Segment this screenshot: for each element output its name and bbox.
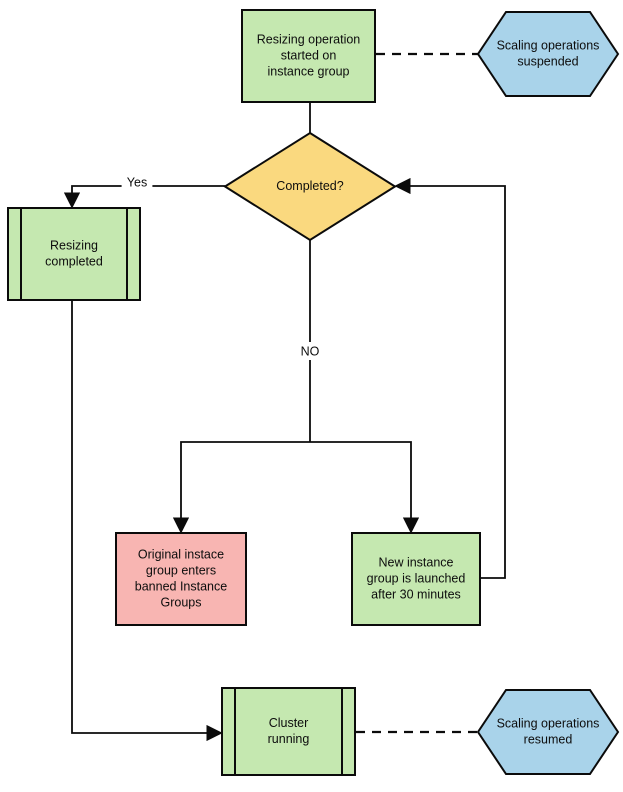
node-resizing-completed[interactable]: Resizing completed bbox=[7, 207, 141, 301]
completed-decision-shape bbox=[223, 131, 397, 242]
edge-decision-no-label-backdrop bbox=[298, 342, 322, 360]
edge-decision-yes bbox=[63, 185, 225, 209]
node-scaling-resumed[interactable]: Scaling operations resumed bbox=[476, 689, 620, 775]
scaling-resumed-shape bbox=[476, 689, 620, 775]
cluster-running-inner-rules bbox=[234, 688, 343, 775]
new-group-launched-label-line-0: New instance bbox=[378, 555, 453, 569]
new-group-launched-label-line-1: group is launched bbox=[367, 571, 466, 585]
resizing-started-label-line-0: Resizing operation bbox=[257, 32, 361, 46]
original-group-banned-label-line-0: Original instace bbox=[138, 547, 224, 561]
resizing-completed-shape bbox=[7, 207, 141, 301]
edge-decision-no-label: NO bbox=[301, 344, 320, 358]
edge-no-to-new-group bbox=[310, 441, 420, 534]
node-new-group-launched[interactable]: New instance group is launched after 30 mi… bbox=[351, 532, 481, 626]
scaling-resumed-label-line-1: resumed bbox=[524, 732, 573, 746]
node-original-group-banned[interactable]: Original instace group enters banned Insta… bbox=[115, 532, 247, 626]
edge-resizing-completed-to-cluster bbox=[71, 300, 223, 742]
node-completed-decision[interactable]: Completed? bbox=[223, 131, 397, 242]
resizing-completed-label-line-1: completed bbox=[45, 254, 103, 268]
cluster-running-shape bbox=[221, 687, 356, 776]
original-group-banned-label-line-1: group enters bbox=[146, 563, 216, 577]
original-group-banned-shape bbox=[115, 532, 247, 626]
scaling-suspended-shape bbox=[476, 11, 620, 97]
scaling-resumed-label-line-0: Scaling operations bbox=[497, 716, 600, 730]
edge-decision-yes-label-backdrop bbox=[121, 173, 153, 191]
edge-decision-yes-label: Yes bbox=[127, 175, 147, 189]
resizing-started-label-line-2: instance group bbox=[267, 64, 349, 78]
cluster-running-label-line-0: Cluster bbox=[269, 716, 309, 730]
original-group-banned-label-line-2: banned Instance bbox=[135, 579, 227, 593]
cluster-running-label-line-1: running bbox=[268, 732, 310, 746]
node-cluster-running[interactable]: Cluster running bbox=[221, 687, 356, 776]
resizing-completed-label-line-0: Resizing bbox=[50, 238, 98, 252]
scaling-suspended-label-line-1: suspended bbox=[517, 54, 578, 68]
edge-no-to-original-group bbox=[172, 441, 310, 534]
completed-decision-label-line-0: Completed? bbox=[276, 179, 343, 193]
new-group-launched-shape bbox=[351, 532, 481, 626]
original-group-banned-label-line-3: Groups bbox=[161, 595, 202, 609]
resizing-started-label-line-1: started on bbox=[281, 48, 337, 62]
node-resizing-started[interactable]: Resizing operation started on instance gro… bbox=[241, 9, 376, 103]
nodes-layer: Resizing operation started on instance gro… bbox=[7, 9, 620, 776]
new-group-launched-label-line-2: after 30 minutes bbox=[371, 587, 461, 601]
node-scaling-suspended[interactable]: Scaling operations suspended bbox=[476, 11, 620, 97]
edge-new-group-retry bbox=[394, 177, 506, 579]
resizing-started-shape bbox=[241, 9, 376, 103]
edges-layer bbox=[63, 52, 506, 742]
scaling-suspended-label-line-0: Scaling operations bbox=[497, 38, 600, 52]
resizing-completed-inner-rules bbox=[20, 208, 128, 300]
